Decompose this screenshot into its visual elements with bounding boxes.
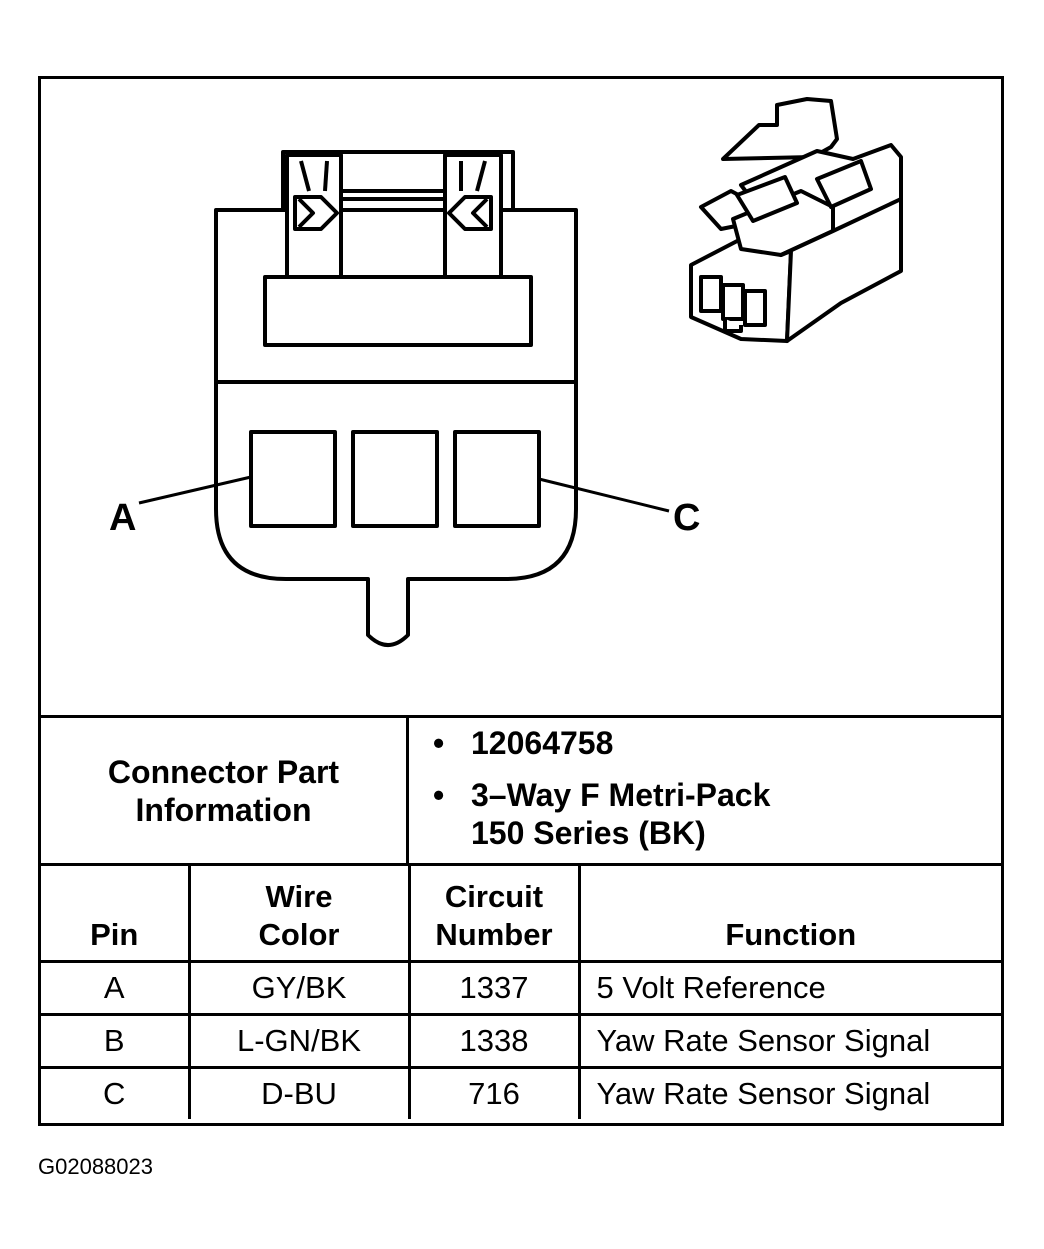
leader-line-c <box>538 477 670 513</box>
part-info-heading: Connector Part Information <box>41 718 409 863</box>
cell-function: Yaw Rate Sensor Signal <box>577 1013 1001 1069</box>
header-pin: Pin <box>41 863 191 963</box>
cell-function: Yaw Rate Sensor Signal <box>577 1066 1001 1119</box>
part-number: 12064758 <box>471 725 614 761</box>
leader-line-a <box>138 475 252 505</box>
cell-pin: C <box>41 1066 191 1119</box>
pin-cavity-c <box>453 430 541 528</box>
table-row: A GY/BK 1337 5 Volt Reference <box>41 960 1001 1016</box>
part-description-line1: 3–Way F Metri-Pack <box>471 777 771 813</box>
pin-cavity-a <box>249 430 337 528</box>
cell-circuit: 1337 <box>407 960 581 1016</box>
connector-3d-illustration <box>689 97 903 343</box>
connector-diagram-frame: A C Connector Part Information • 1206475… <box>38 76 1004 1126</box>
cell-pin: B <box>41 1013 191 1069</box>
table-row: C D-BU 716 Yaw Rate Sensor Signal <box>41 1066 1001 1119</box>
part-number-item: • 12064758 <box>433 724 614 762</box>
cell-wire-color: L-GN/BK <box>187 1013 411 1069</box>
cell-wire-color: D-BU <box>187 1066 411 1119</box>
pin-label-a: A <box>109 497 137 539</box>
bullet-icon: • <box>433 777 445 813</box>
part-description-item: • 3–Way F Metri-Pack 150 Series (BK) <box>433 776 771 852</box>
bullet-icon: • <box>433 725 445 761</box>
cell-wire-color: GY/BK <box>187 960 411 1016</box>
header-function: Function <box>577 863 1001 963</box>
figure-id: G02088023 <box>38 1154 153 1179</box>
connector-face-drawing <box>138 97 903 647</box>
part-description-line2: 150 Series (BK) <box>471 815 706 851</box>
connector-part-info: Connector Part Information • 12064758 • … <box>41 715 1001 863</box>
part-info-heading-line2: Information <box>135 791 312 828</box>
part-info-details: • 12064758 • 3–Way F Metri-Pack 150 Seri… <box>409 718 1001 863</box>
cell-circuit: 1338 <box>407 1013 581 1069</box>
pin-label-c: C <box>673 497 701 539</box>
part-info-heading-line1: Connector Part <box>107 753 340 790</box>
connector-drawing-area: A C <box>41 79 1001 715</box>
latch-base <box>263 275 533 347</box>
cell-function: 5 Volt Reference <box>577 960 1001 1016</box>
table-row: B L-GN/BK 1338 Yaw Rate Sensor Signal <box>41 1013 1001 1069</box>
pin-cavity-b <box>351 430 439 528</box>
cell-circuit: 716 <box>407 1066 581 1119</box>
cell-pin: A <box>41 960 191 1016</box>
connector-body <box>214 208 578 647</box>
